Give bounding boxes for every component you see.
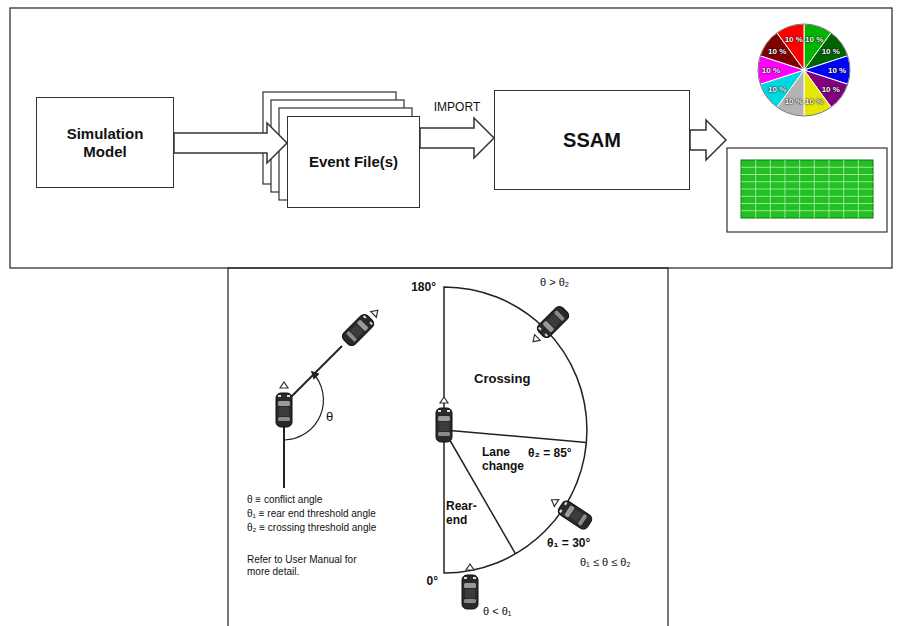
slice-percent: 10 % <box>768 85 786 94</box>
result-table <box>727 148 887 232</box>
edge-label: IMPORT <box>432 100 482 114</box>
box-label: Simulation Model <box>44 125 166 161</box>
box-label: SSAM <box>563 128 621 152</box>
diagram-label: θ < θ₁ <box>483 605 511 618</box>
slice-percent: 10 % <box>785 97 803 106</box>
slice-percent: 10 % <box>822 85 840 94</box>
slice-percent: 10 % <box>805 34 823 43</box>
diagram-label: θ <box>326 410 333 425</box>
top-panel <box>10 8 892 268</box>
diagram-label: Refer to User Manual for more detail. <box>247 554 377 577</box>
diagram-label: Lane change <box>482 446 534 474</box>
box-label: Event File(s) <box>309 153 398 171</box>
process-box: SSAM <box>494 90 690 190</box>
diagram-label: θ ≡ conflict angle <box>247 494 322 506</box>
slice-percent: 10 % <box>805 97 823 106</box>
output-chart: 10 %10 %10 %10 %10 %10 %10 %10 %10 %10 % <box>726 22 892 236</box>
conflict-angle-sketch <box>276 305 383 488</box>
block-arrow <box>690 120 726 160</box>
diagram-label: θ₁ ≡ rear end threshold angle <box>247 508 376 520</box>
bottom-panel <box>228 268 668 626</box>
pie-chart <box>726 22 892 236</box>
threshold-semicircle <box>444 287 587 573</box>
slice-percent: 10 % <box>762 66 780 75</box>
slice-percent: 10 % <box>828 66 846 75</box>
slice-percent: 10 % <box>785 34 803 43</box>
diagram-label: θ₂ = 85° <box>528 447 572 461</box>
slice-percent: 10 % <box>768 46 786 55</box>
diagram-label: θ₂ ≡ crossing threshold angle <box>247 522 376 534</box>
diagram-label: θ > θ₂ <box>540 276 569 289</box>
diagram-label: 0° <box>427 575 438 589</box>
block-arrow <box>174 123 287 163</box>
diagram-label: θ₁ = 30° <box>547 537 590 551</box>
slice-percent: 10 % <box>822 46 840 55</box>
diagram-label: Crossing <box>474 372 530 387</box>
diagram-label: 180° <box>411 281 436 295</box>
process-box: Simulation Model <box>36 97 174 188</box>
diagram-label: θ₁ ≤ θ ≤ θ₂ <box>580 556 631 569</box>
diagram-label: Rear-end <box>446 500 482 528</box>
vehicles <box>436 304 594 609</box>
event-file-page: Event File(s) <box>287 116 420 208</box>
block-arrow <box>420 118 494 158</box>
